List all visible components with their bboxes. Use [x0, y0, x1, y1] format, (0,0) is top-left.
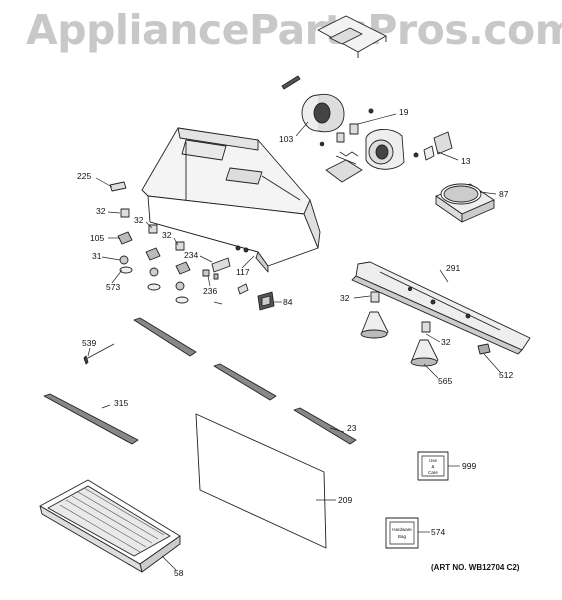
callout-117: 117 [236, 267, 250, 277]
mounting-clip [257, 291, 275, 311]
blower-housing-left [301, 93, 345, 133]
callout-58: 58 [174, 568, 184, 578]
callout-87: 87 [499, 189, 509, 199]
screw-part [349, 123, 359, 135]
callout-315: 315 [114, 398, 129, 408]
callout-32-d: 32 [340, 293, 350, 303]
callout-19: 19 [399, 107, 409, 117]
hardware-bag [385, 517, 419, 549]
use-care-text-1: Use [429, 458, 437, 463]
callout-13: 13 [461, 156, 471, 166]
hardware-bag-text-2: Bag [398, 534, 407, 539]
lamp-socket-left-column [117, 208, 191, 304]
callout-236: 236 [203, 286, 218, 296]
blower-housing-right [365, 129, 405, 170]
hood-body [141, 127, 321, 273]
callout-84: 84 [283, 297, 293, 307]
relay-part [413, 131, 453, 161]
spacer-part [336, 132, 345, 143]
callout-565: 565 [438, 376, 453, 386]
switch-assembly [202, 257, 249, 305]
front-trim [351, 261, 531, 355]
callout-32-e: 32 [441, 337, 451, 347]
callout-209: 209 [338, 495, 353, 505]
callout-999: 999 [462, 461, 477, 471]
use-care-text-3: Care [428, 470, 438, 475]
callout-234: 234 [184, 250, 199, 260]
callout-512: 512 [499, 370, 514, 380]
motor-bracket [325, 151, 363, 183]
callout-23: 23 [347, 423, 357, 433]
damper-assembly [435, 183, 495, 223]
small-strip-part [281, 75, 301, 90]
small-screw [368, 108, 374, 114]
callout-32-a: 32 [96, 206, 106, 216]
callout-225: 225 [77, 171, 92, 181]
callout-574: 574 [431, 527, 446, 537]
watermark-logo: AppliancePartsPros.com [26, 6, 562, 54]
callout-105: 105 [90, 233, 105, 243]
callout-32-b: 32 [134, 215, 144, 225]
art-number: (ART NO. WB12704 C2) [431, 563, 520, 572]
filter-rails [43, 317, 357, 445]
callout-32-c: 32 [162, 230, 172, 240]
lamp-bulbs [360, 291, 491, 367]
callout-103: 103 [279, 134, 294, 144]
grease-filter [39, 479, 181, 573]
callout-291: 291 [446, 263, 461, 273]
leader-lines [87, 113, 501, 571]
top-cover-bracket [317, 15, 387, 58]
filter-panel [195, 413, 327, 549]
callout-31: 31 [92, 251, 102, 261]
use-and-care-booklet [417, 451, 449, 481]
callout-539: 539 [82, 338, 97, 348]
callout-573: 573 [106, 282, 121, 292]
label-plate [109, 181, 127, 192]
hardware-bag-text-1: Hardware [392, 527, 412, 532]
use-care-text-2: & [431, 464, 434, 469]
small-screw-2 [319, 141, 325, 147]
